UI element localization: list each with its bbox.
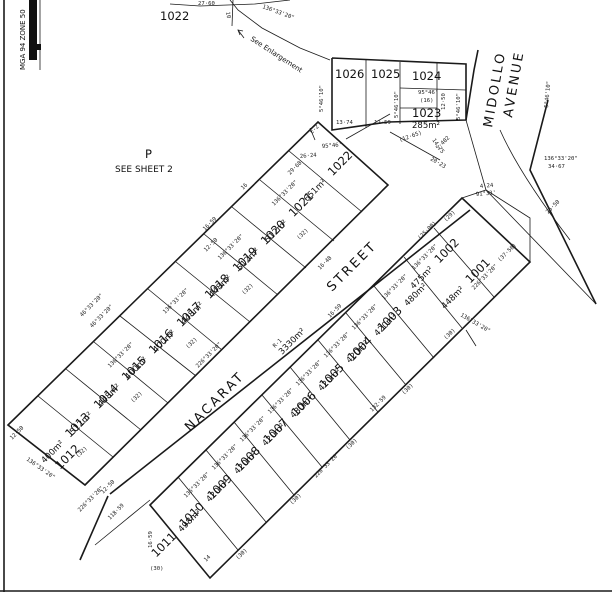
svg-text:5°46'10": 5°46'10" xyxy=(394,91,400,118)
north-block xyxy=(6,113,391,487)
svg-text:5°46'10": 5°46'10" xyxy=(319,85,325,112)
parcel-p-label: P xyxy=(145,147,152,161)
svg-text:118·59: 118·59 xyxy=(107,503,126,522)
svg-text:5°46'10": 5°46'10" xyxy=(456,93,462,120)
svg-text:5°46'10": 5°46'10" xyxy=(544,81,552,108)
svg-text:(32): (32) xyxy=(130,391,144,405)
see-sheet-2: SEE SHEET 2 xyxy=(115,165,173,175)
svg-text:16·59: 16·59 xyxy=(148,531,154,548)
svg-text:13·74: 13·74 xyxy=(336,120,353,126)
svg-text:10: 10 xyxy=(224,11,231,19)
see-enlargement-label: See Enlargement xyxy=(249,35,304,75)
svg-text:34·67: 34·67 xyxy=(548,164,565,170)
svg-text:(30): (30) xyxy=(443,328,457,342)
svg-text:(32): (32) xyxy=(241,283,255,297)
svg-text:27·60: 27·60 xyxy=(198,1,215,7)
svg-text:136°33'20": 136°33'20" xyxy=(261,4,295,21)
legend-zone-label: MGA 94 ZONE 50 xyxy=(19,9,27,70)
lot-1024: 1024 xyxy=(412,69,441,83)
svg-text:136°33'20": 136°33'20" xyxy=(544,156,578,162)
svg-text:448m²: 448m² xyxy=(440,285,467,312)
svg-text:26·24: 26·24 xyxy=(300,152,318,159)
top-block: 1026 1025 1024 1023 285m² 95°46' (16) 13… xyxy=(319,57,487,191)
svg-text:4·24: 4·24 xyxy=(480,183,495,190)
svg-text:95°46': 95°46' xyxy=(322,142,343,150)
svg-text:226°33'20": 226°33'20" xyxy=(313,451,341,479)
svg-text:(30): (30) xyxy=(345,438,359,452)
lot-1025: 1025 xyxy=(371,67,400,81)
svg-text:R-1: R-1 xyxy=(272,338,283,349)
svg-text:(30): (30) xyxy=(150,566,163,572)
svg-text:(37·50): (37·50) xyxy=(497,242,518,263)
svg-text:14: 14 xyxy=(203,554,212,563)
svg-text:(32): (32) xyxy=(296,228,310,242)
svg-text:226°33'20": 226°33'20" xyxy=(195,341,223,369)
svg-text:1004: 1004 xyxy=(344,333,375,364)
lot-1023: 1023 xyxy=(412,106,441,120)
svg-text:95°46': 95°46' xyxy=(418,90,438,96)
svg-text:136°33'20": 136°33'20" xyxy=(351,303,379,331)
svg-text:12·59: 12·59 xyxy=(374,120,391,126)
south-block xyxy=(148,189,597,580)
svg-text:(30): (30) xyxy=(401,383,415,397)
svg-text:(16): (16) xyxy=(420,98,433,104)
map-legend: MGA 94 ZONE 50 xyxy=(19,0,41,70)
svg-text:(30): (30) xyxy=(289,493,303,507)
svg-text:(30): (30) xyxy=(235,548,249,562)
svg-text:91°33': 91°33' xyxy=(476,190,497,198)
lot-1026: 1026 xyxy=(335,67,364,81)
svg-text:(12·65): (12·65) xyxy=(399,130,423,144)
svg-text:1022: 1022 xyxy=(325,148,356,179)
lot-1003: 1003 480m² xyxy=(374,282,429,334)
south-lot-dividers xyxy=(177,227,495,551)
lot-1023-area: 285m² xyxy=(412,121,440,131)
enlargement-area: 27·60 136°33'20" 10 See Enlargement 1022 xyxy=(160,0,331,75)
svg-text:E-2: E-2 xyxy=(309,124,320,135)
south-dimensions: 136°33'20" 136°33'20" 136°33'20" 136°33'… xyxy=(148,210,518,572)
lot-1022-top-label: 1022 xyxy=(160,9,189,23)
svg-text:226°33'20": 226°33'20" xyxy=(77,485,105,513)
south-lot-labels: 1011 498m² 1010 420m² 1009 420m² 1008 42… xyxy=(148,235,493,560)
svg-text:16·48: 16·48 xyxy=(317,255,334,272)
svg-text:1003: 1003 xyxy=(374,303,405,334)
svg-text:16·59: 16·59 xyxy=(202,216,218,232)
parcel-p: P SEE SHEET 2 xyxy=(115,147,173,175)
svg-text:29·68: 29·68 xyxy=(287,160,304,177)
north-lot-dividers xyxy=(37,150,363,458)
svg-text:(32): (32) xyxy=(185,337,199,351)
svg-text:16: 16 xyxy=(240,182,249,191)
svg-text:12·50: 12·50 xyxy=(441,93,447,110)
